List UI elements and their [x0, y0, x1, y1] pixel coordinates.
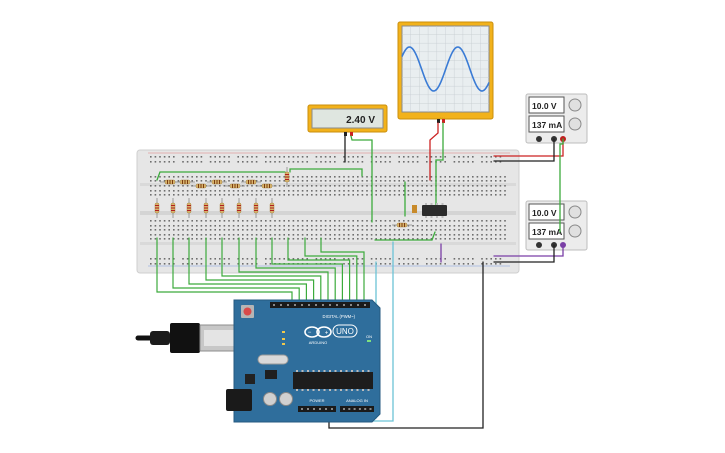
voltage-knob-bottom[interactable]	[568, 205, 582, 219]
wire-board-top-left[interactable]	[156, 171, 286, 181]
wire-board-top-mid[interactable]	[289, 168, 363, 177]
arduino-logo-icon: − +	[304, 326, 332, 338]
power-supply-top-current: 137 mA	[532, 120, 562, 130]
multimeter[interactable]: 2.40 V	[307, 104, 388, 136]
digital-header-label: DIGITAL (PWM~)	[323, 314, 356, 319]
crystal-oscillator	[257, 354, 289, 365]
resistor-network[interactable]	[154, 167, 412, 228]
oscilloscope-probe-black[interactable]	[437, 119, 440, 123]
wire-psu-top-to-bottom[interactable]	[559, 138, 564, 233]
power-supply-bottom-gnd-terminal[interactable]	[536, 242, 542, 248]
multimeter-probe-black[interactable]	[344, 132, 347, 136]
wire-scope-green[interactable]	[435, 122, 444, 206]
wire-multimeter-red[interactable]	[350, 135, 373, 223]
power-supply-top[interactable]: 10.0 V 137 mA	[525, 93, 588, 144]
multimeter-probe-red[interactable]	[350, 132, 353, 136]
wire-scope-red[interactable]	[429, 122, 439, 181]
wire-psu-bottom-pos[interactable]	[493, 244, 564, 257]
analog-header[interactable]	[340, 406, 374, 412]
led-rx	[282, 343, 285, 345]
oscilloscope-grid	[402, 26, 489, 112]
current-knob-bottom[interactable]	[568, 224, 582, 238]
voltage-knob-top[interactable]	[568, 98, 582, 112]
voltage-regulator	[245, 374, 255, 384]
power-supply-bottom-current: 137 mA	[532, 227, 562, 237]
arduino-brand: ARDUINO	[309, 340, 327, 345]
capacitor-2	[279, 392, 293, 406]
current-knob-top[interactable]	[568, 117, 582, 131]
power-jack[interactable]	[226, 389, 252, 411]
ic-chip[interactable]	[422, 203, 447, 218]
power-header-label: POWER	[309, 398, 324, 403]
wire-psu-top-neg[interactable]	[493, 138, 555, 162]
power-supply-bottom[interactable]: 10.0 V 137 mA	[525, 200, 588, 251]
oscilloscope[interactable]: · · ·	[397, 21, 494, 123]
usb-chip	[265, 370, 277, 379]
reset-button[interactable]	[243, 307, 252, 316]
oscilloscope-label: · · ·	[440, 115, 445, 119]
breadboard[interactable]	[136, 149, 520, 274]
atmega-chip	[293, 372, 373, 389]
multimeter-reading: 2.40 V	[346, 115, 375, 126]
power-supply-top-voltage: 10.0 V	[532, 101, 557, 111]
svg-text:−: −	[308, 330, 312, 336]
power-header[interactable]	[298, 406, 336, 412]
usb-cable[interactable]	[135, 323, 241, 353]
on-led	[367, 340, 371, 342]
wire-psu-bottom-neg[interactable]	[493, 244, 555, 263]
on-led-label: ON	[366, 334, 372, 339]
capacitor-1	[263, 392, 277, 406]
led-l	[282, 331, 285, 333]
wires[interactable]	[156, 122, 564, 429]
oscilloscope-trace	[401, 46, 490, 92]
wire-psu-top-pos[interactable]	[493, 138, 564, 157]
arduino-uno-logo: UNO	[336, 327, 354, 336]
wire-board-ic-link[interactable]	[431, 231, 436, 241]
breadboard-holes	[148, 152, 510, 267]
arduino-uno[interactable]: DIGITAL (PWM~) − + ARDUINO UNO ON	[226, 299, 381, 423]
wire-digital-bundle[interactable]	[156, 237, 365, 305]
oscilloscope-probe-red[interactable]	[442, 119, 445, 123]
digital-header[interactable]	[270, 302, 370, 308]
capacitor[interactable]	[412, 205, 417, 213]
led-tx	[282, 338, 285, 340]
svg-text:+: +	[325, 331, 329, 337]
power-supply-bottom-voltage: 10.0 V	[532, 208, 557, 218]
analog-header-label: ANALOG IN	[346, 398, 368, 403]
power-supply-top-gnd-terminal[interactable]	[536, 136, 542, 142]
